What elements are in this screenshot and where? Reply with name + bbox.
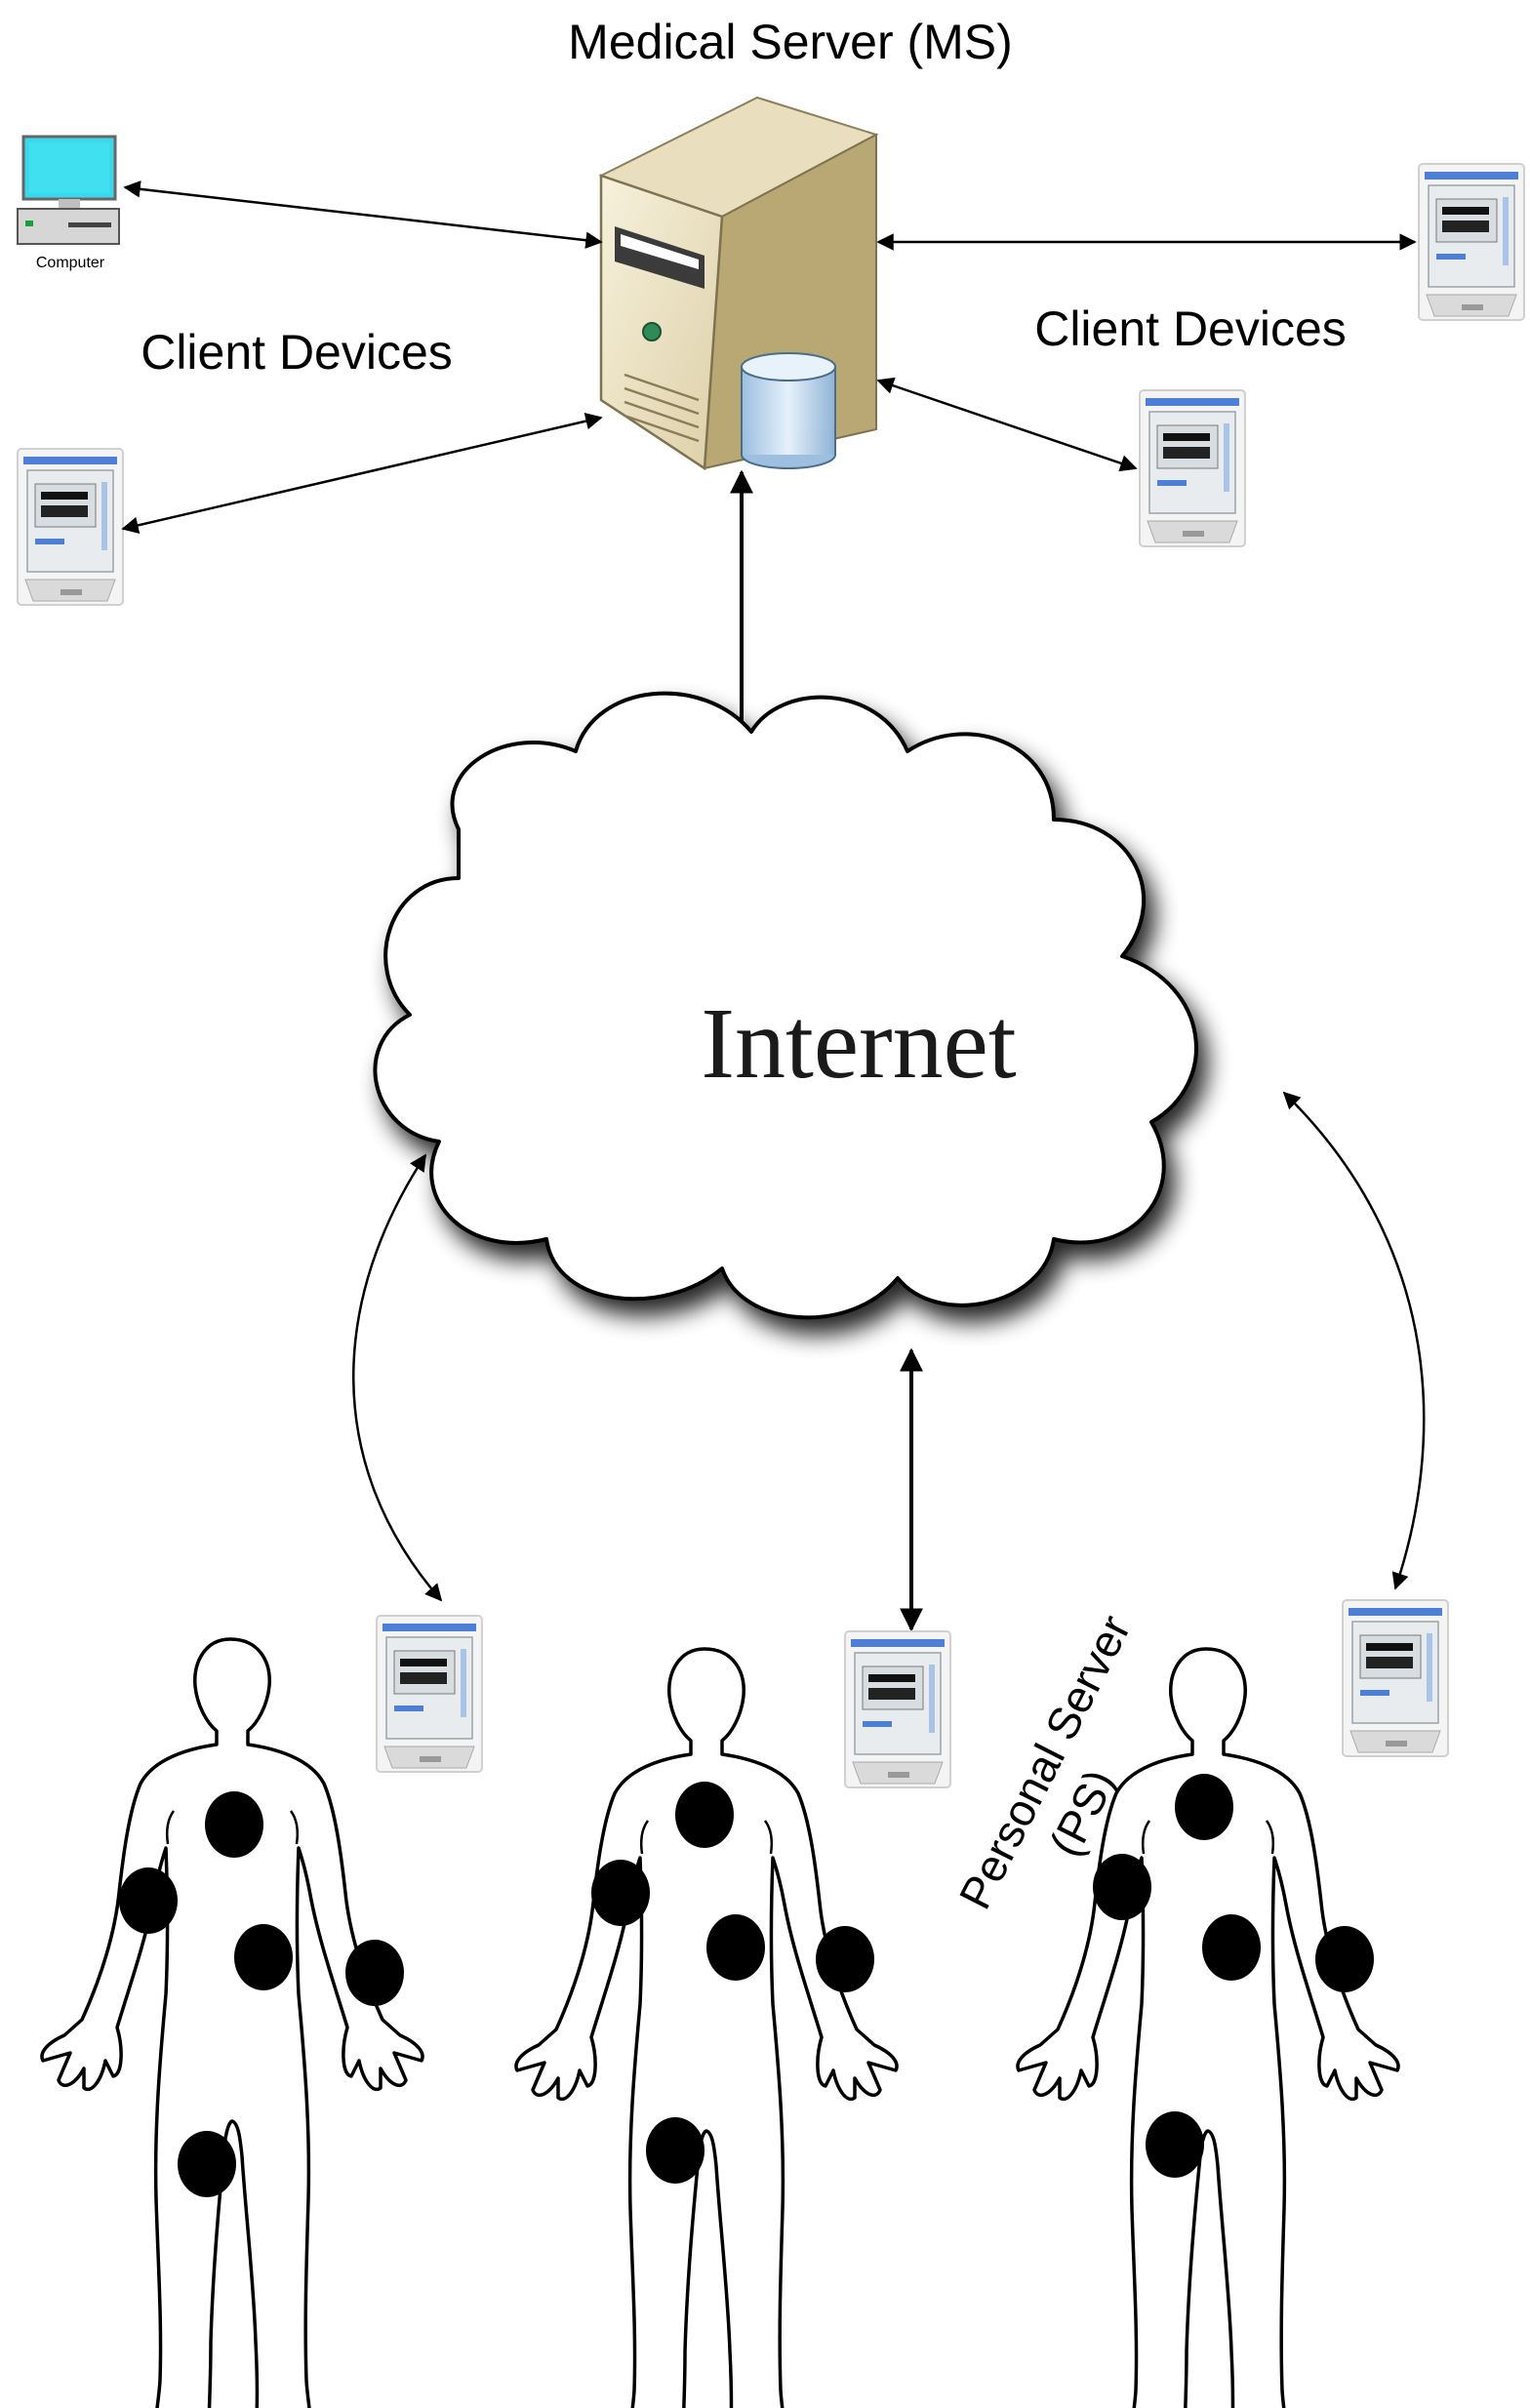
internet-label: Internet <box>701 987 1016 1100</box>
sensor-nodes <box>1093 1774 1374 2178</box>
sensor-nodes <box>119 1791 404 2197</box>
sensor-node-icon <box>1146 2111 1204 2178</box>
sensor-node-icon <box>816 1926 874 1992</box>
sensor-node-icon <box>119 1867 178 1934</box>
patient-2 <box>514 1647 899 2408</box>
pda-icon <box>844 1630 951 1788</box>
human-body-icon <box>40 1637 424 2408</box>
sensor-node-icon <box>205 1791 263 1858</box>
sensor-node-icon <box>1175 1774 1233 1840</box>
human-body-icon <box>514 1647 899 2408</box>
pda-icon <box>376 1615 483 1773</box>
medical-server-title: Medical Server (MS) <box>568 15 1013 69</box>
pda-icon <box>17 448 124 606</box>
sensor-node-icon <box>1202 1914 1261 1981</box>
client-server-links <box>121 181 1417 534</box>
internet-ps-links <box>352 1091 1426 1602</box>
computer-caption: Computer <box>36 255 105 271</box>
client-devices-label-right: Client Devices <box>1034 301 1347 356</box>
sensor-nodes <box>591 1782 874 2184</box>
patient-1 <box>40 1637 424 2408</box>
sensor-node-icon <box>1093 1854 1151 1920</box>
sensor-node-icon <box>178 2131 236 2197</box>
sensor-node-icon <box>646 2117 705 2184</box>
human-body-icon <box>1016 1647 1400 2408</box>
database-icon <box>741 352 836 469</box>
computer-icon: Computer <box>17 135 120 271</box>
client-devices-label-left: Client Devices <box>141 325 453 380</box>
sensor-node-icon <box>345 1940 404 2006</box>
sensor-node-icon <box>1315 1926 1374 1992</box>
patient-3 <box>1016 1647 1400 2408</box>
sensor-node-icon <box>591 1860 650 1926</box>
pda-icon <box>1342 1599 1449 1757</box>
sensor-node-icon <box>706 1914 765 1981</box>
sensor-node-icon <box>675 1782 734 1848</box>
pda-icon <box>1139 389 1246 547</box>
sensor-node-icon <box>234 1924 293 1990</box>
pda-icon <box>1418 163 1525 321</box>
